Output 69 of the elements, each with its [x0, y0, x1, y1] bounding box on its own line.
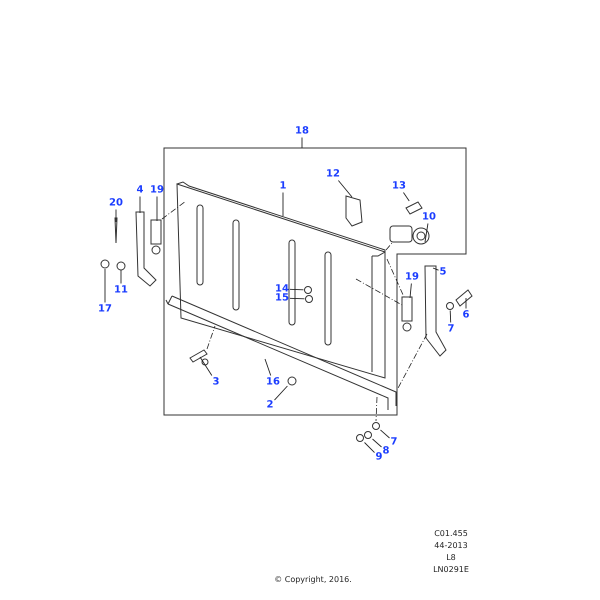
- hinge-plate-drawing: [402, 296, 412, 332]
- alignment-line: [386, 258, 404, 298]
- callout-number: 19: [150, 184, 164, 196]
- leader-line: [290, 288, 304, 290]
- bolt-icon: [405, 201, 423, 215]
- callout-number: 7: [390, 436, 398, 448]
- callout-number: 6: [462, 310, 470, 320]
- callout-number: 4: [136, 184, 144, 196]
- callout-number: 16: [266, 376, 280, 388]
- alignment-line: [386, 242, 392, 250]
- leader-line: [264, 358, 272, 376]
- leader-line: [380, 430, 390, 438]
- washer-icon: [116, 262, 126, 270]
- callout-number: 13: [392, 180, 406, 192]
- washer-icon: [372, 422, 380, 430]
- callout-number: 17: [98, 304, 112, 314]
- reference-code: C01.455: [434, 529, 468, 539]
- leader-line: [120, 270, 122, 284]
- leader-line: [200, 356, 212, 376]
- leader-line: [432, 268, 439, 271]
- leader-line: [410, 283, 412, 298]
- lug-drawing: [346, 195, 363, 227]
- callout-number: 19: [405, 272, 419, 282]
- leader-line: [290, 298, 305, 300]
- leader-line: [450, 310, 452, 323]
- leader-line: [402, 192, 410, 202]
- alignment-line: [396, 334, 428, 390]
- eye-bracket-drawing: [390, 226, 430, 244]
- reference-code: 44-2013: [434, 541, 468, 551]
- alignment-line: [376, 396, 378, 422]
- leader-line: [372, 438, 382, 448]
- washer-icon: [100, 260, 110, 268]
- callout-number: 7: [448, 324, 454, 334]
- alignment-line: [206, 326, 216, 350]
- leader-line: [282, 192, 284, 216]
- leader-line: [104, 268, 106, 303]
- callout-number: 1: [280, 180, 286, 192]
- copyright-note: © Copyright, 2016.: [274, 575, 352, 585]
- bolt-icon: [455, 289, 473, 307]
- leader-line: [156, 196, 158, 222]
- callout-number: 8: [382, 446, 390, 456]
- nut-icon: [356, 434, 364, 442]
- reference-code: L8: [446, 553, 456, 563]
- callout-number: 2: [266, 400, 274, 410]
- bracket-drawing: [135, 212, 157, 287]
- pin-icon: [114, 218, 118, 244]
- callout-number: 20: [109, 198, 123, 208]
- callout-number: 12: [326, 168, 340, 180]
- callout-number: 9: [376, 452, 382, 462]
- callout-number: 14: [275, 284, 289, 294]
- leader-line: [364, 442, 375, 453]
- callout-number: 10: [422, 212, 436, 222]
- callout-number: 18: [295, 126, 309, 136]
- nut-icon: [305, 295, 313, 303]
- callout-number: 3: [212, 376, 220, 388]
- washer-icon: [364, 431, 372, 439]
- reference-code: LN0291E: [433, 565, 469, 575]
- leader-line: [274, 386, 288, 401]
- leader-line: [338, 180, 352, 198]
- hinge-plate-drawing: [150, 220, 162, 254]
- tailgate-panel-drawing: [176, 181, 386, 379]
- bolt-icon: [189, 349, 208, 366]
- alignment-line: [162, 200, 186, 220]
- bracket-drawing: [424, 266, 447, 357]
- callout-number: 5: [440, 266, 446, 278]
- callout-number: 15: [275, 292, 289, 304]
- callout-number: 11: [114, 284, 128, 296]
- leader-line: [424, 223, 428, 242]
- washer-icon: [446, 302, 454, 310]
